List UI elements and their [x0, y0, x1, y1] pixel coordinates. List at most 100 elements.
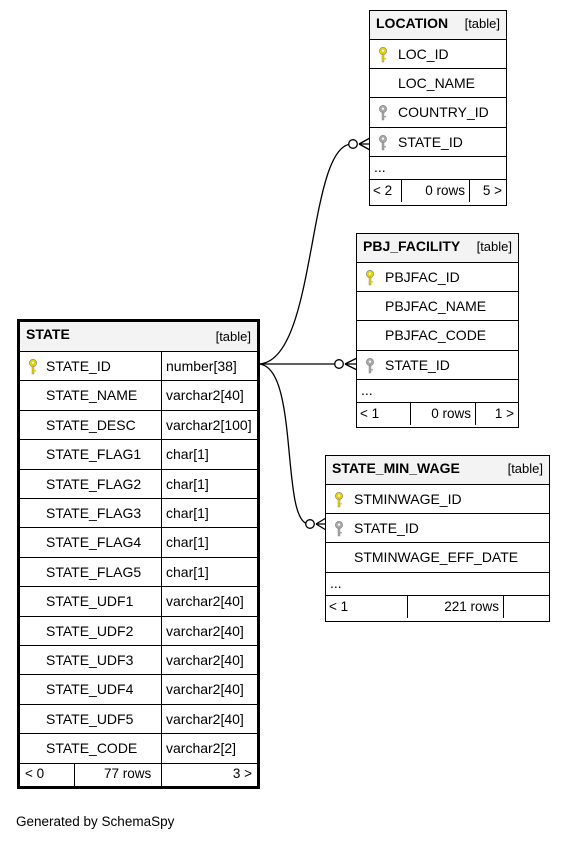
column-row[interactable]: COUNTRY_ID: [370, 98, 506, 128]
column-type: char[1]: [166, 534, 209, 551]
column-name: PBJFAC_NAME: [385, 298, 487, 315]
column-name: LOC_NAME: [398, 75, 476, 92]
column-row[interactable]: STATE_DESC varchar2[100]: [20, 410, 257, 441]
column-name: STATE_ID: [385, 356, 450, 373]
column-name: STATE_ID: [46, 358, 111, 374]
column-row[interactable]: STATE_ID: [357, 351, 518, 380]
column-name: STATE_UDF1: [46, 593, 134, 610]
column-row[interactable]: PBJFAC_CODE: [357, 321, 518, 351]
row-count: 221 rows: [444, 598, 499, 614]
children-count[interactable]: 3 >: [232, 766, 252, 781]
column-row[interactable]: STATE_ID: [370, 128, 506, 157]
parents-count[interactable]: < 1: [329, 598, 349, 614]
primary-key-icon: [379, 47, 387, 63]
column-name: STATE_UDF5: [46, 710, 134, 727]
parents-count[interactable]: < 2: [373, 182, 393, 198]
column-type: varchar2[40]: [166, 593, 244, 610]
column-type: char[1]: [166, 475, 209, 492]
column-row[interactable]: STMINWAGE_EFF_DATE: [326, 543, 549, 573]
foreign-key-icon: [335, 521, 343, 537]
column-name: STATE_FLAG2: [46, 475, 142, 492]
foreign-key-icon: [379, 105, 387, 121]
column-type: varchar2[40]: [166, 652, 244, 668]
table-name: STATE_MIN_WAGE: [332, 460, 460, 476]
row-count: 0 rows: [425, 182, 465, 198]
column-name: STATE_CODE: [46, 740, 138, 757]
primary-key-icon: [335, 492, 343, 508]
table-name: LOCATION: [376, 15, 449, 31]
column-name: STATE_UDF3: [46, 652, 134, 668]
primary-key-icon: [29, 359, 37, 375]
children-count[interactable]: 5 >: [482, 182, 502, 198]
column-type: varchar2[2]: [166, 740, 237, 757]
foreign-key-icon: [366, 357, 374, 373]
row-count: 77 rows: [104, 766, 152, 781]
more-columns-row: ...: [326, 573, 549, 596]
column-row[interactable]: STATE_FLAG2 char[1]: [20, 469, 257, 499]
column-row[interactable]: STATE_UDF1 varchar2[40]: [20, 587, 257, 617]
primary-key-icon: [366, 270, 374, 286]
column-type: varchar2[40]: [166, 710, 244, 727]
optional-marker-location: [348, 139, 358, 149]
table-kind: [table]: [464, 16, 500, 31]
column-type: char[1]: [166, 563, 209, 580]
column-row[interactable]: PBJFAC_NAME: [357, 292, 518, 322]
column-name: STMINWAGE_ID: [354, 491, 462, 507]
table-state-min-wage[interactable]: STATE_MIN_WAGE [table] STMINWAGE_ID STATE…: [325, 455, 550, 622]
relationship-state-min-wage: [257, 363, 310, 525]
parents-count[interactable]: < 0: [25, 766, 45, 781]
more-columns: ...: [330, 574, 342, 591]
column-row[interactable]: STATE_UDF5 varchar2[40]: [20, 704, 257, 735]
table-location[interactable]: LOCATION [table] LOC_ID LOC_NAME COUNTRY_I…: [369, 10, 507, 206]
column-type: varchar2[100]: [166, 416, 252, 433]
column-name: STATE_UDF2: [46, 622, 134, 639]
table-footer: < 2 0 rows 5 >: [370, 179, 506, 202]
column-name: STATE_FLAG1: [46, 446, 142, 463]
crowsfoot-location: [358, 137, 371, 151]
more-columns: ...: [361, 381, 373, 398]
column-name: LOC_ID: [398, 46, 449, 62]
column-row[interactable]: STATE_UDF3 varchar2[40]: [20, 646, 257, 676]
column-name: COUNTRY_ID: [398, 104, 489, 121]
table-kind: [table]: [476, 239, 512, 254]
column-type: number[38]: [166, 358, 237, 374]
column-name: STMINWAGE_EFF_DATE: [354, 549, 519, 566]
column-row[interactable]: STATE_FLAG3 char[1]: [20, 499, 257, 529]
crowsfoot-state-min-wage: [315, 517, 327, 531]
column-row[interactable]: LOC_NAME: [370, 69, 506, 99]
optional-marker-pbj-facility: [334, 359, 344, 369]
table-footer: < 0 77 rows 3 >: [20, 763, 257, 786]
crowsfoot-pbj-facility: [344, 357, 358, 371]
column-name: STATE_NAME: [46, 387, 138, 404]
column-name: STATE_DESC: [46, 416, 136, 433]
column-row[interactable]: STATE_CODE varchar2[2]: [20, 734, 257, 764]
column-name: PBJFAC_ID: [385, 269, 460, 285]
column-row[interactable]: STMINWAGE_ID: [326, 485, 549, 515]
table-name: STATE: [26, 326, 70, 342]
children-count[interactable]: 1 >: [494, 405, 514, 421]
column-name: STATE_ID: [398, 133, 463, 150]
table-header: STATE_MIN_WAGE [table]: [326, 456, 549, 485]
column-name: STATE_FLAG3: [46, 505, 142, 521]
parents-count[interactable]: < 1: [360, 405, 380, 421]
column-name: STATE_FLAG5: [46, 563, 142, 580]
column-row[interactable]: STATE_ID: [326, 514, 549, 544]
column-name: STATE_ID: [354, 520, 419, 537]
column-row[interactable]: STATE_ID number[38]: [20, 352, 257, 382]
column-type: char[1]: [166, 505, 209, 521]
table-header: LOCATION [table]: [370, 11, 506, 40]
column-row[interactable]: PBJFAC_ID: [357, 263, 518, 293]
generated-by-footer: Generated by SchemaSpy: [16, 814, 175, 829]
relationship-state-location: [257, 143, 353, 365]
column-row[interactable]: STATE_FLAG5 char[1]: [20, 557, 257, 588]
column-row[interactable]: LOC_ID: [370, 40, 506, 70]
